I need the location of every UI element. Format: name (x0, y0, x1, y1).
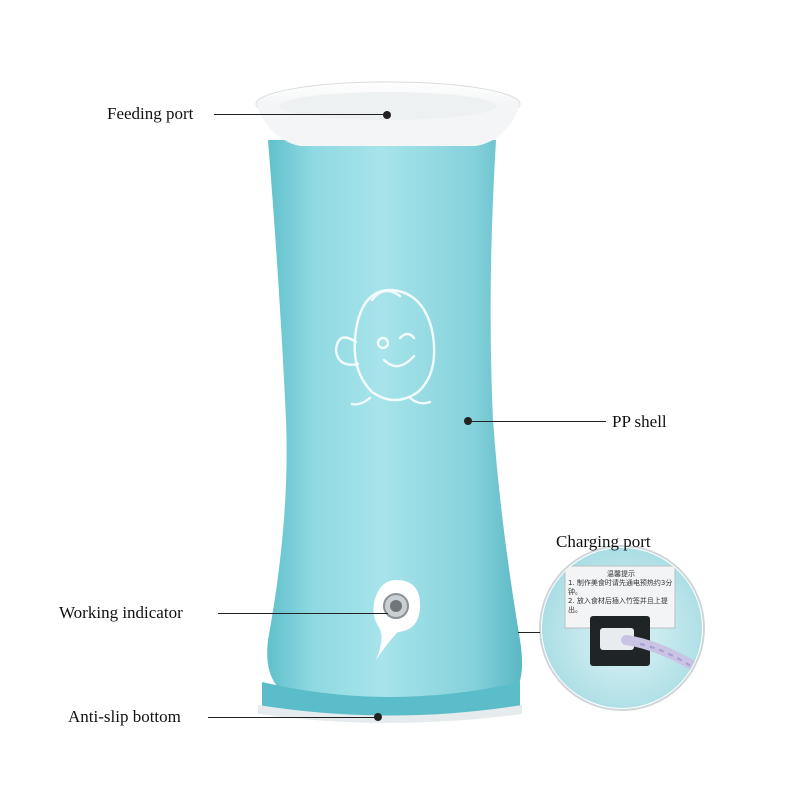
feeding-port-leader (214, 114, 386, 115)
appliance-body (258, 140, 523, 723)
charging-port-inset (539, 545, 705, 711)
working-indicator-label: Working indicator (59, 603, 183, 622)
pp-shell-leader (470, 421, 606, 422)
anti-slip-bottom-label: Anti-slip bottom (68, 707, 181, 726)
feeding-port-rim (255, 81, 521, 146)
indicator-light-icon (373, 580, 420, 660)
sticker-line-1: 1. 制作美食时请先通电预热约3分钟。 (568, 579, 673, 596)
sticker-title: 温馨提示 (607, 570, 635, 578)
anti-slip-base (262, 682, 520, 718)
charging-port-leader (518, 632, 540, 633)
inset-sticker: 温馨提示 1. 制作美食时请先通电预热约3分钟。 2. 放入食材后插入竹签并且上… (568, 570, 674, 615)
sticker-line-2: 2. 放入食材后插入竹签并且上提出。 (568, 597, 668, 614)
anti-slip-bottom-dot (374, 713, 382, 721)
charging-port-label: Charging port (556, 532, 651, 551)
pp-shell-dot (464, 417, 472, 425)
anti-slip-bottom-leader (208, 717, 376, 718)
feeding-port-dot (383, 111, 391, 119)
egg-mascot-icon (334, 288, 436, 406)
feeding-port-label: Feeding port (107, 104, 194, 123)
pp-shell-label: PP shell (612, 412, 667, 431)
working-indicator-leader (218, 613, 388, 614)
